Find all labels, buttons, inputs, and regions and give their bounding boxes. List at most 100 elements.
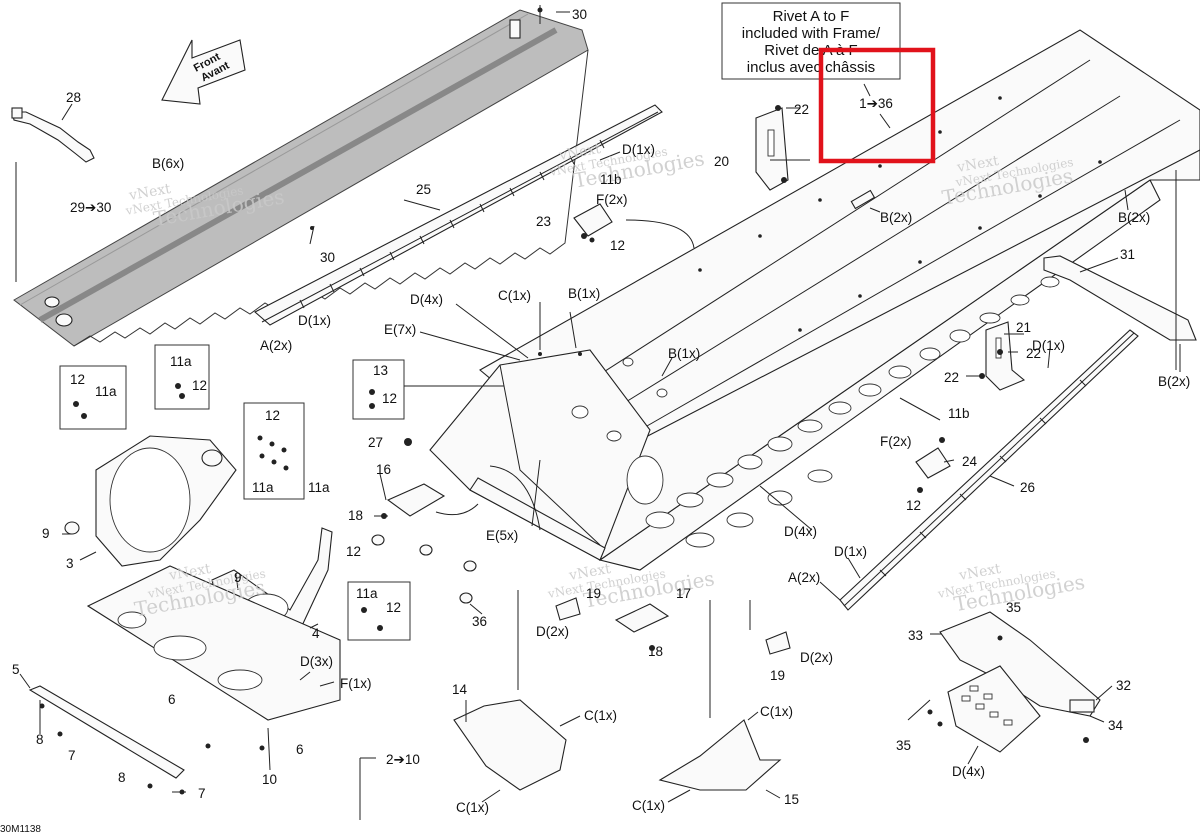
svg-text:12: 12 [386, 600, 401, 615]
svg-text:B(2x): B(2x) [1118, 210, 1150, 225]
svg-text:vNext: vNext [557, 141, 602, 164]
spacers-36 [64, 521, 477, 604]
svg-text:D(2x): D(2x) [536, 624, 569, 639]
svg-text:B(6x): B(6x) [152, 156, 184, 171]
svg-text:10: 10 [262, 772, 277, 787]
svg-text:24: 24 [962, 454, 978, 469]
svg-text:8: 8 [36, 732, 44, 747]
handle-part [11, 107, 95, 163]
svg-text:C(1x): C(1x) [584, 708, 617, 723]
svg-text:D(1x): D(1x) [298, 313, 331, 328]
svg-text:22: 22 [944, 370, 959, 385]
svg-text:25: 25 [416, 182, 431, 197]
plate-23 [573, 203, 613, 237]
main-frame-tunnel [429, 29, 1200, 571]
svg-text:16: 16 [376, 462, 391, 477]
plate-19a [555, 597, 581, 621]
svg-text:12: 12 [346, 544, 361, 559]
svg-text:E(5x): E(5x) [486, 528, 518, 543]
plate-17 [614, 603, 670, 633]
svg-text:Rivet A to F: Rivet A to F [773, 8, 850, 25]
svg-text:D(3x): D(3x) [300, 654, 333, 669]
svg-text:3: 3 [66, 556, 74, 571]
svg-text:11a: 11a [95, 384, 117, 399]
svg-text:B(2x): B(2x) [1158, 374, 1190, 389]
svg-text:9: 9 [234, 570, 242, 585]
svg-text:12: 12 [192, 378, 207, 393]
svg-text:vNext: vNext [567, 561, 612, 584]
rear-suspension-32 [939, 611, 1101, 753]
svg-text:F(2x): F(2x) [596, 192, 628, 207]
svg-text:C(1x): C(1x) [456, 800, 489, 815]
plate-24 [915, 447, 951, 479]
svg-text:C(1x): C(1x) [632, 798, 665, 813]
plate-19b [765, 631, 791, 655]
svg-text:35: 35 [1006, 600, 1021, 615]
svg-text:D(1x): D(1x) [622, 142, 655, 157]
highlight-box [818, 47, 936, 164]
svg-text:5: 5 [12, 662, 20, 677]
svg-text:E(7x): E(7x) [384, 322, 416, 337]
svg-text:13: 13 [373, 363, 388, 378]
bracket-21 [985, 321, 1026, 391]
svg-text:vNext: vNext [167, 561, 212, 584]
svg-text:vNext: vNext [127, 181, 172, 204]
svg-text:D(4x): D(4x) [784, 524, 817, 539]
watermark-2: vNext vNext Technologies Technologies [548, 141, 707, 193]
svg-text:12: 12 [906, 498, 921, 513]
svg-text:inclus avec châssis: inclus avec châssis [747, 59, 875, 76]
svg-text:A(2x): A(2x) [260, 338, 292, 353]
svg-text:D(4x): D(4x) [410, 292, 443, 307]
svg-text:32: 32 [1116, 678, 1131, 693]
svg-text:11a: 11a [308, 480, 330, 495]
callout-box-12-11a-a [59, 365, 127, 430]
svg-text:F(2x): F(2x) [880, 434, 912, 449]
svg-text:14: 14 [452, 682, 468, 697]
bracket-31 [1043, 255, 1197, 341]
tunnel-cover-part [13, 9, 589, 347]
svg-text:12: 12 [70, 372, 85, 387]
leader-lines [15, 5, 1181, 820]
curved-arrows [435, 219, 695, 531]
skid-plate [86, 565, 341, 721]
svg-text:22: 22 [1026, 346, 1041, 361]
plate-16 [386, 483, 446, 517]
svg-text:2➔10: 2➔10 [386, 752, 420, 767]
svg-text:21: 21 [1016, 320, 1031, 335]
svg-text:D(2x): D(2x) [800, 650, 833, 665]
svg-text:vNext: vNext [957, 561, 1002, 584]
runner-rail-26 [839, 329, 1139, 611]
fasteners [39, 7, 1089, 795]
svg-text:B(1x): B(1x) [668, 346, 700, 361]
svg-text:A(2x): A(2x) [788, 570, 820, 585]
callout-box-13 [352, 359, 405, 420]
svg-text:11a: 11a [170, 354, 192, 369]
svg-text:35: 35 [896, 738, 911, 753]
svg-text:28: 28 [66, 90, 81, 105]
svg-text:15: 15 [784, 792, 799, 807]
svg-text:34: 34 [1108, 718, 1124, 733]
svg-text:36: 36 [472, 614, 487, 629]
svg-text:Rivet de A à F: Rivet de A à F [764, 42, 857, 59]
svg-text:12: 12 [382, 391, 397, 406]
svg-text:33: 33 [908, 628, 923, 643]
svg-text:F(1x): F(1x) [340, 676, 372, 691]
front-arrow-icon: FrontAvant [161, 39, 246, 105]
rivet-note: Rivet A to F included with Frame/ Rivet … [742, 8, 893, 129]
svg-text:19: 19 [586, 586, 601, 601]
svg-text:B(1x): B(1x) [568, 286, 600, 301]
svg-text:19: 19 [770, 668, 785, 683]
svg-text:4: 4 [312, 626, 320, 641]
svg-text:11a: 11a [252, 480, 274, 495]
runner-rail-25 [254, 104, 663, 326]
svg-text:26: 26 [1020, 480, 1035, 495]
panel-15 [658, 719, 782, 791]
part-labels: 30 28 B(6x) 29➔30 30 25 D(1x) 11b F(2x) … [12, 7, 1190, 815]
svg-text:D(1x): D(1x) [834, 544, 867, 559]
svg-text:18: 18 [348, 508, 363, 523]
svg-text:20: 20 [714, 154, 729, 169]
svg-text:31: 31 [1120, 247, 1135, 262]
note-ref: 1➔36 [859, 96, 893, 111]
svg-text:11b: 11b [600, 172, 622, 187]
